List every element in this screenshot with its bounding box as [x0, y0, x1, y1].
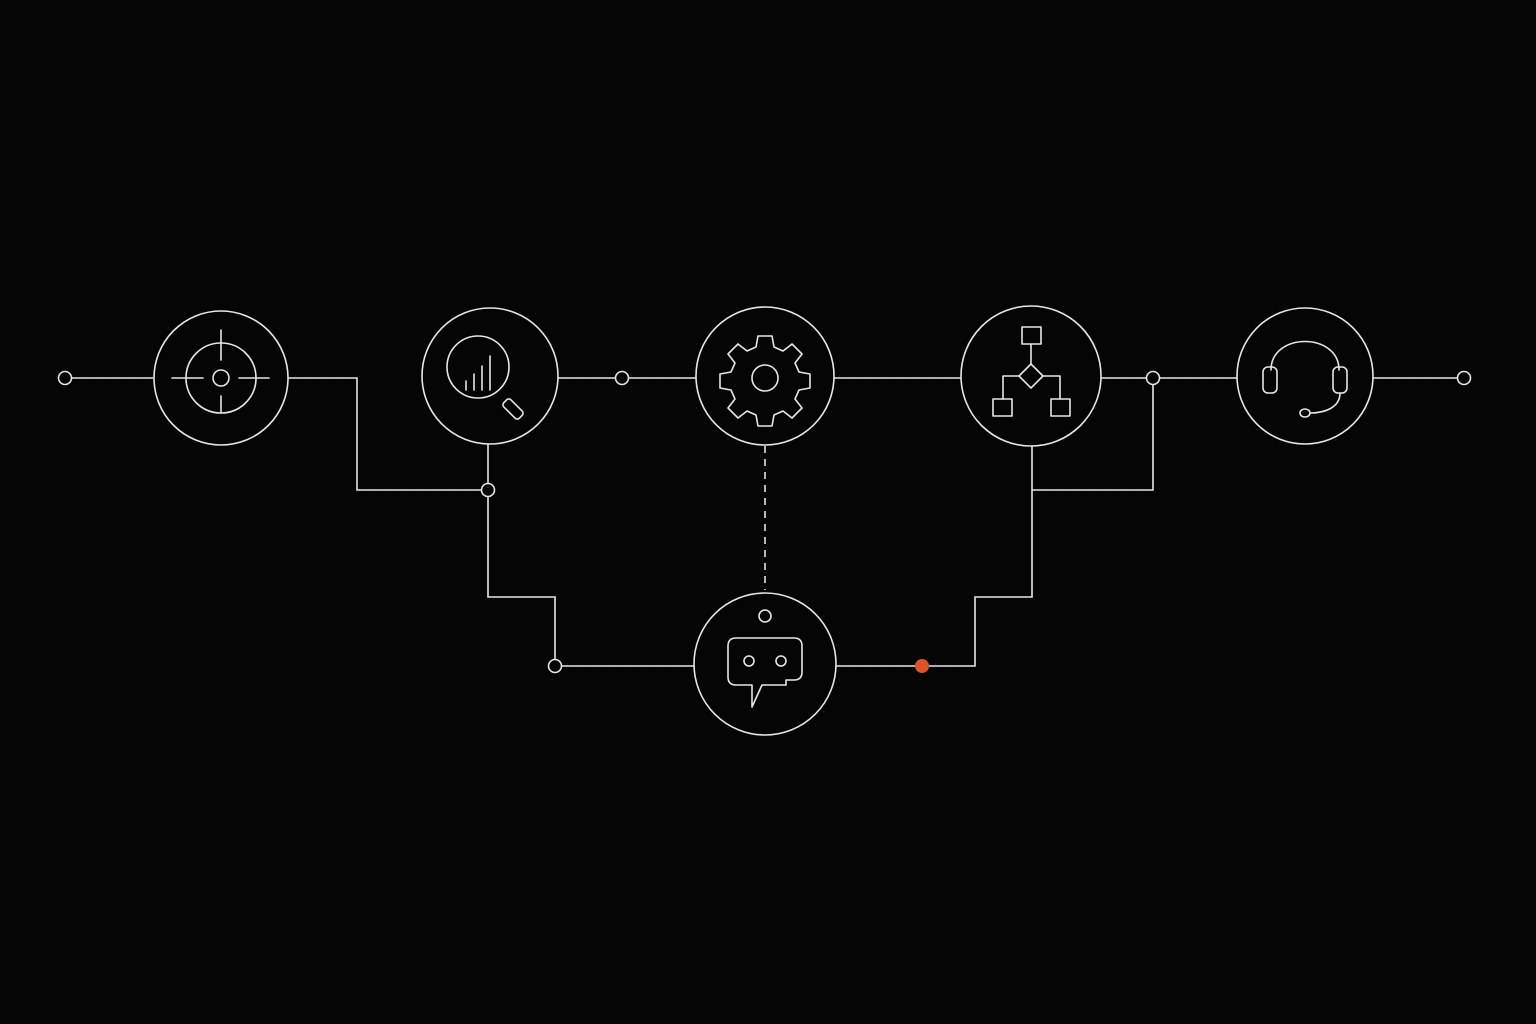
connector-lines: [65, 377, 1457, 667]
node-target-ring: [153, 310, 289, 446]
node-settings[interactable]: [695, 306, 835, 446]
node-analytics[interactable]: [421, 307, 559, 445]
junction-mid: [614, 370, 630, 386]
magnifier-bar-chart-icon: [446, 335, 524, 420]
node-workflow[interactable]: [960, 305, 1102, 447]
node-assistant-ring: [693, 592, 837, 736]
junction-support: [1145, 370, 1161, 386]
wire-analytics-assistant: [487, 497, 556, 659]
wire-target-analytics: [288, 377, 481, 491]
junction-points: [57, 370, 1472, 674]
node-workflow-ring: [960, 305, 1102, 447]
accent-dot: [915, 659, 929, 673]
chatbot-icon: [727, 609, 803, 708]
flowchart-decision-icon: [992, 326, 1071, 417]
node-support-ring: [1236, 307, 1374, 445]
gear-icon: [719, 335, 811, 427]
junction-assistant-left: [547, 658, 563, 674]
crosshair-icon: [171, 329, 270, 414]
start-terminal: [57, 370, 73, 386]
node-target[interactable]: [153, 310, 289, 446]
junction-analytics: [480, 482, 496, 498]
node-assistant[interactable]: [693, 592, 837, 736]
node-support[interactable]: [1236, 307, 1374, 445]
headset-icon: [1262, 340, 1348, 418]
node-settings-ring: [695, 306, 835, 446]
end-terminal: [1456, 370, 1472, 386]
wire-workflow-support-loop: [1032, 385, 1154, 491]
